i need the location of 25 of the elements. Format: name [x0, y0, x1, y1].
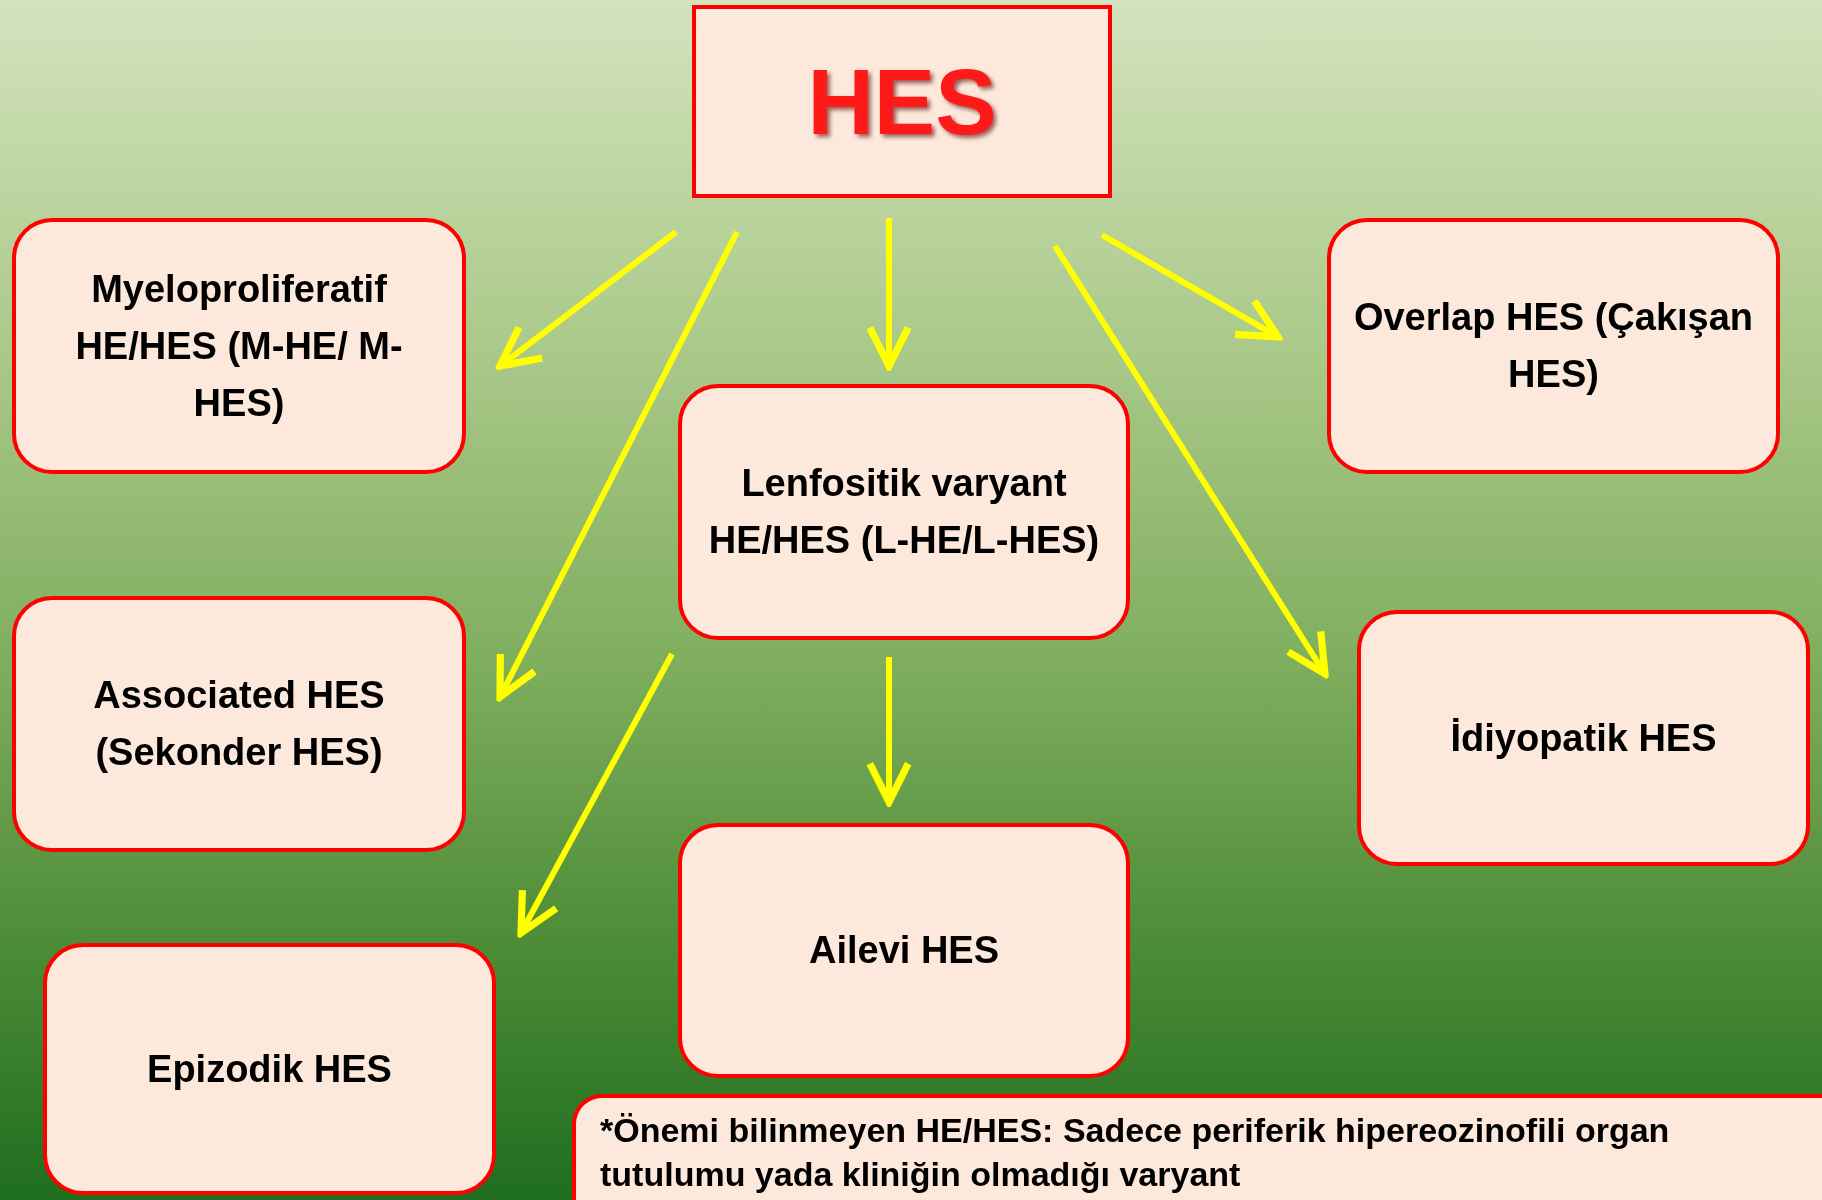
box-label: Lenfositik varyant HE/HES (L-HE/L-HES) [707, 461, 1101, 563]
arrow [866, 657, 912, 806]
note-box [572, 1094, 1822, 1200]
box-label: İdiyopatik HES [1449, 715, 1718, 761]
box-label: Associated HES (Sekonder HES) [92, 673, 386, 775]
title-box [692, 5, 1112, 198]
arrow [1100, 232, 1282, 341]
category-box [12, 218, 466, 474]
category-box [1357, 610, 1810, 866]
category-box [678, 823, 1130, 1078]
box-label: Overlap HES (Çakışan HES) [1352, 295, 1755, 397]
category-box [1327, 218, 1780, 474]
arrow [1052, 244, 1329, 678]
arrow [496, 229, 678, 370]
category-box [43, 943, 496, 1195]
note-text: *Önemi bilinmeyen HE/HES: Sadece periferik hipereozinofili organ tutulumu yada kliniğin olmadığı varyant [599, 1109, 1671, 1195]
category-box [678, 384, 1130, 640]
arrow [496, 230, 740, 701]
category-box [12, 596, 466, 852]
box-label: Ailevi HES [807, 928, 1001, 973]
box-label: Epizodik HES [146, 1046, 393, 1092]
title-text: HES [806, 49, 998, 155]
arrow [866, 218, 912, 370]
arrow [517, 652, 675, 937]
box-label: Myeloproliferatif HE/HES (M-HE/ M-HES) [74, 266, 404, 426]
